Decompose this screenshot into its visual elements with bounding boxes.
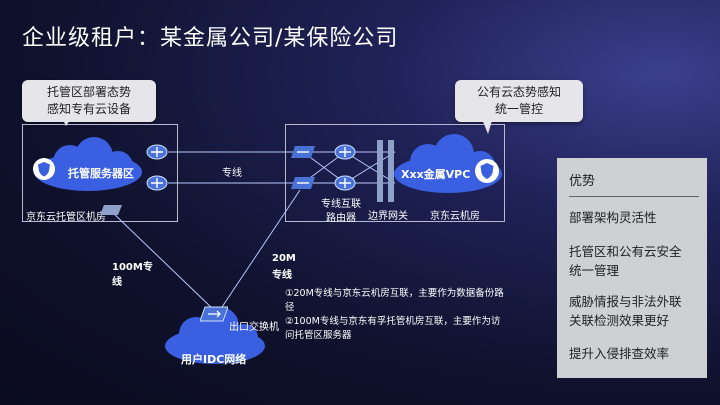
advantages-title: 优势 — [569, 174, 596, 189]
note-1-line-1: ①20M专线与京东云机房互联，主要作为数据备份路 — [285, 288, 504, 299]
advantages-divider — [569, 196, 699, 197]
advantage-item-3-line-1: 威胁情报与非法外联 — [569, 294, 682, 309]
note-1-line-2: 径 — [285, 302, 295, 313]
line-20m — [219, 189, 301, 311]
vpc-label: Xxx金属VPC — [401, 168, 471, 181]
router-label-line-2: 路由器 — [326, 213, 356, 224]
idc-network-label: 用户IDC网络 — [181, 353, 247, 366]
right-callout-line-2: 统一管控 — [494, 102, 543, 116]
line-100m-label: 100M专 线 — [112, 260, 153, 290]
advantage-item-2-line-2: 统一管理 — [569, 263, 620, 278]
advantage-item: 托管区和公有云安全 统一管理 — [569, 242, 701, 280]
advantage-item: 部署架构灵活性 — [569, 208, 701, 227]
hosted-server-cloud — [34, 137, 142, 191]
right-callout: 公有云态势感知 统一管控 — [455, 80, 583, 122]
diagram-notes: ①20M专线与京东云机房互联，主要作为数据备份路 径 ②100M专线与京东有孚托… — [285, 287, 550, 343]
advantages-panel: 优势 部署架构灵活性 托管区和公有云安全 统一管理 威胁情报与非法外联 关联检测… — [557, 158, 707, 378]
right-callout-line-1: 公有云态势感知 — [476, 85, 561, 99]
line-100m-label-line-2: 线 — [112, 277, 122, 288]
left-callout: 托管区部署态势 感知专有云设备 — [22, 80, 156, 122]
left-callout-line-2: 感知专有云设备 — [46, 102, 131, 116]
advantage-item-4-line-1: 提升入侵排查效率 — [569, 346, 670, 361]
hosted-room-label: 京东云托管区机房 — [26, 212, 106, 223]
router-icon — [334, 144, 356, 160]
router-icon — [146, 144, 168, 160]
jd-cloud-room-label: 京东云机房 — [430, 211, 480, 222]
left-callout-pointer — [60, 114, 74, 126]
note-2-line-2: 问托管区服务器 — [285, 330, 352, 341]
security-agent-icon — [475, 159, 499, 183]
jd-cloud-zone-frame — [285, 124, 505, 222]
border-gateway-icon — [377, 140, 394, 202]
switch-icon — [100, 205, 122, 215]
note-2-line-1: ②100M专线与京东有孚托管机房互联，主要作为访 — [285, 316, 501, 327]
router-label-line-1: 专线互联 — [321, 199, 361, 210]
exit-switch-label: 出口交换机 — [229, 322, 279, 333]
page-title: 企业级租户：某金属公司/某保险公司 — [22, 26, 399, 51]
dedicated-line-label: 专线 — [222, 168, 242, 179]
line-20m-label-line-2: 专线 — [272, 270, 292, 281]
exit-switch-icon — [200, 306, 228, 322]
switch-icon — [291, 146, 315, 158]
left-callout-line-1: 托管区部署态势 — [46, 85, 131, 99]
router-icon — [334, 175, 356, 191]
advantage-item: 提升入侵排查效率 — [569, 344, 701, 363]
hosted-zone-frame — [22, 124, 178, 222]
router-icon — [146, 175, 168, 191]
security-agent-icon — [33, 158, 55, 180]
advantage-item: 威胁情报与非法外联 关联检测效果更好 — [569, 292, 701, 330]
vpc-cloud — [394, 134, 502, 193]
border-gateway-label: 边界网关 — [368, 211, 408, 222]
hosted-server-zone-label: 托管服务器区 — [68, 167, 134, 180]
line-20m-label: 20M 专线 — [272, 250, 296, 284]
advantage-item-3-line-2: 关联检测效果更好 — [569, 313, 670, 328]
advantage-item-1-line-1: 部署架构灵活性 — [569, 210, 657, 225]
line-20m-label-line-1: 20M — [272, 253, 296, 264]
router-label: 专线互联 路由器 — [321, 198, 361, 226]
line-100m-label-line-1: 100M专 — [112, 262, 153, 273]
right-callout-pointer — [480, 114, 494, 134]
switch-icon — [291, 177, 315, 189]
line-100m — [111, 211, 215, 311]
advantage-item-2-line-1: 托管区和公有云安全 — [569, 244, 682, 259]
